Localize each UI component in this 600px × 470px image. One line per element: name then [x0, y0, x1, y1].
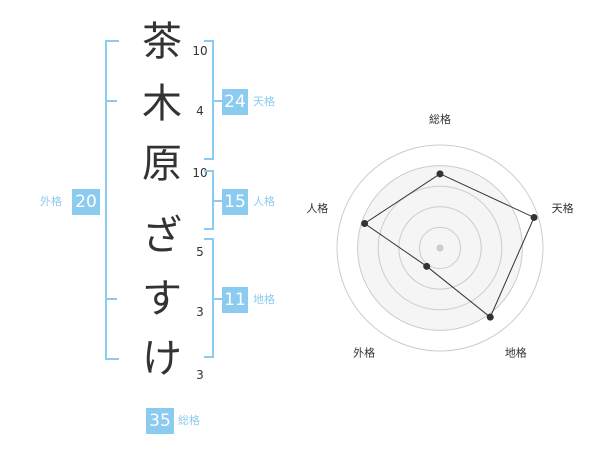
gaikaku-bracket-bottom [105, 358, 119, 360]
radar-data-points [361, 170, 538, 321]
gaikaku-bracket-tick-2 [105, 298, 117, 300]
radar-center-dot [436, 244, 444, 252]
name-char-6: け [142, 336, 182, 382]
jinkaku-bracket-top [204, 170, 214, 172]
radar-point-1 [530, 213, 538, 221]
gaikaku-bracket-top [105, 40, 119, 42]
radar-point-3 [423, 262, 431, 270]
gaikaku-value: 20 [72, 189, 100, 215]
tenkaku-bracket-top [204, 40, 214, 42]
tenkaku-label: 天格 [253, 95, 275, 108]
radar-ring-2 [398, 206, 482, 290]
gaikaku-bracket [105, 40, 107, 360]
radar-axis-label-0: 総格 [429, 112, 451, 126]
name-char-5: す [142, 276, 182, 322]
stroke-count-5: 3 [196, 305, 204, 319]
tenkaku-bracket-bottom [204, 158, 214, 160]
gaikaku-bracket-tick-1 [105, 100, 117, 102]
radar-point-2 [486, 313, 494, 321]
stroke-count-4: 5 [196, 245, 204, 259]
tenkaku-bracket-arm [212, 100, 222, 102]
name-char-2: 木 [142, 81, 182, 127]
jinkaku-bracket-arm [212, 200, 222, 202]
chikaku-label: 地格 [253, 293, 275, 306]
soukaku-label: 総格 [178, 414, 200, 427]
chikaku-bracket-top [204, 238, 214, 240]
jinkaku-bracket-bottom [204, 228, 214, 230]
jinkaku-value: 15 [222, 189, 248, 215]
radar-axis-label-3: 外格 [353, 345, 375, 359]
radar-point-0 [436, 170, 444, 178]
radar-ring-3 [377, 185, 503, 311]
radar-ring-1 [418, 226, 462, 270]
stroke-count-3: 10 [192, 166, 208, 180]
jinkaku-label: 人格 [253, 195, 275, 208]
name-char-4: ざ [142, 213, 182, 259]
chikaku-bracket-bottom [204, 356, 214, 358]
radar-axis-label-4: 人格 [306, 201, 328, 215]
chikaku-bracket-arm [212, 298, 222, 300]
tenkaku-value: 24 [222, 89, 248, 115]
gaikaku-label: 外格 [40, 195, 62, 208]
radar-data-polygon [363, 173, 535, 318]
radar-axis-label-2: 地格 [505, 345, 527, 359]
stroke-count-6: 3 [196, 368, 204, 382]
name-char-3: 原 [142, 141, 182, 187]
radar-axis-label-1: 天格 [552, 201, 574, 215]
stroke-count-2: 4 [196, 104, 204, 118]
stroke-count-1: 10 [192, 44, 208, 58]
soukaku-value: 35 [146, 408, 174, 434]
chikaku-value: 11 [222, 287, 248, 313]
radar-point-4 [361, 219, 369, 227]
name-char-1: 茶 [142, 19, 182, 65]
